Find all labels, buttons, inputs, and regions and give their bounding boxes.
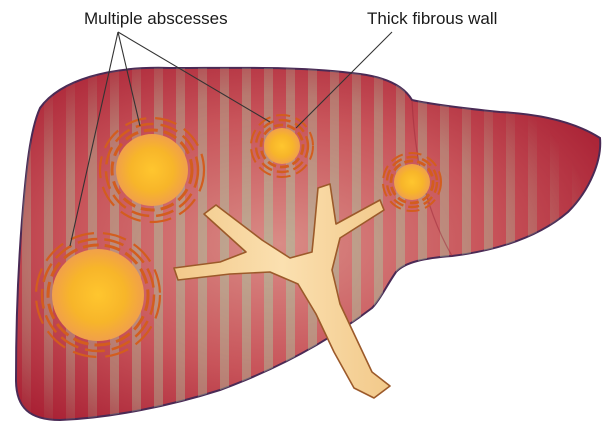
label-thick-fibrous-wall: Thick fibrous wall <box>367 9 497 29</box>
label-multiple-abscesses: Multiple abscesses <box>84 9 228 29</box>
abscess-lower-left <box>36 233 160 357</box>
abscess-top-center <box>251 115 313 177</box>
